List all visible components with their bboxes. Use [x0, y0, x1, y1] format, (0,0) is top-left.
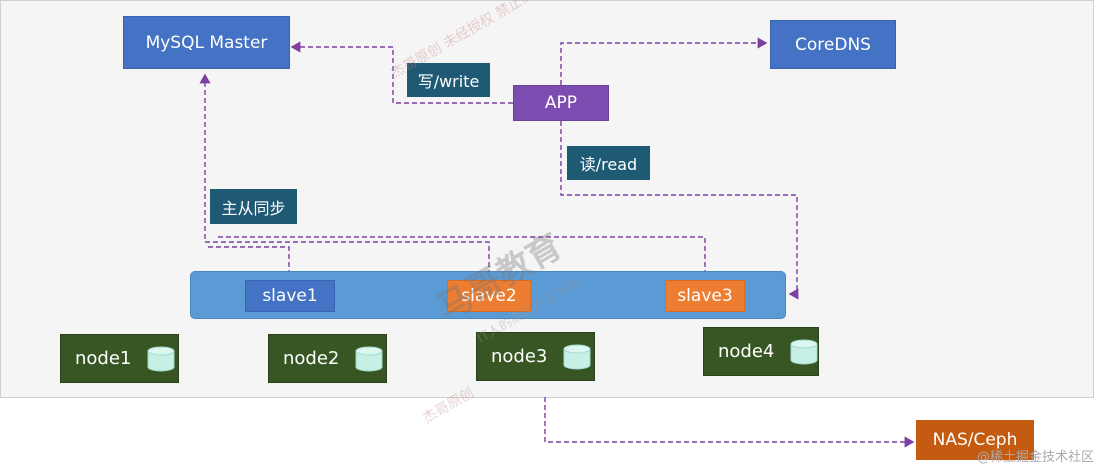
database-icon — [355, 346, 383, 371]
write-label-box: 写/write — [407, 63, 490, 97]
write-label: 写/write — [417, 72, 480, 91]
sync-label: 主从同步 — [221, 198, 286, 218]
sync-line-slave3 — [215, 236, 706, 283]
node1-label: node1 — [75, 348, 132, 369]
slave3-label: slave3 — [677, 286, 733, 306]
app-box: APP — [513, 85, 609, 121]
database-icon — [790, 339, 818, 364]
node4-box: node4 — [703, 327, 819, 376]
node3-label: node3 — [491, 346, 548, 367]
app-label: APP — [544, 93, 578, 113]
slave2-label: slave2 — [461, 286, 517, 306]
slave1-box: slave1 — [245, 280, 335, 312]
sync-label-box: 主从同步 — [210, 189, 297, 224]
slave1-label: slave1 — [262, 286, 318, 306]
read-line — [560, 121, 799, 300]
coredns-box: CoreDNS — [770, 20, 896, 69]
slave3-box: slave3 — [665, 280, 745, 312]
nas-line — [544, 397, 915, 448]
dns-line — [560, 37, 768, 85]
database-icon — [147, 346, 175, 371]
write-line — [290, 41, 513, 104]
read-label: 读/read — [579, 155, 638, 174]
mysql-master-label: MySQL Master — [145, 32, 268, 53]
database-icon — [563, 344, 591, 369]
footer-credit: @稀土掘金技术社区 — [976, 450, 1094, 465]
read-label-box: 读/read — [567, 146, 650, 180]
mysql-master-box: MySQL Master — [123, 16, 290, 69]
node2-label: node2 — [283, 348, 340, 369]
node4-label: node4 — [718, 341, 775, 362]
coredns-label: CoreDNS — [795, 34, 871, 55]
nas-ceph-box: NAS/Ceph — [916, 420, 1034, 460]
node2-box: node2 — [268, 334, 387, 383]
node1-box: node1 — [60, 334, 179, 383]
slave2-box: slave2 — [447, 280, 531, 312]
sync-line-slave2 — [199, 73, 490, 283]
node3-box: node3 — [476, 332, 595, 381]
nas-ceph-label: NAS/Ceph — [932, 430, 1018, 450]
